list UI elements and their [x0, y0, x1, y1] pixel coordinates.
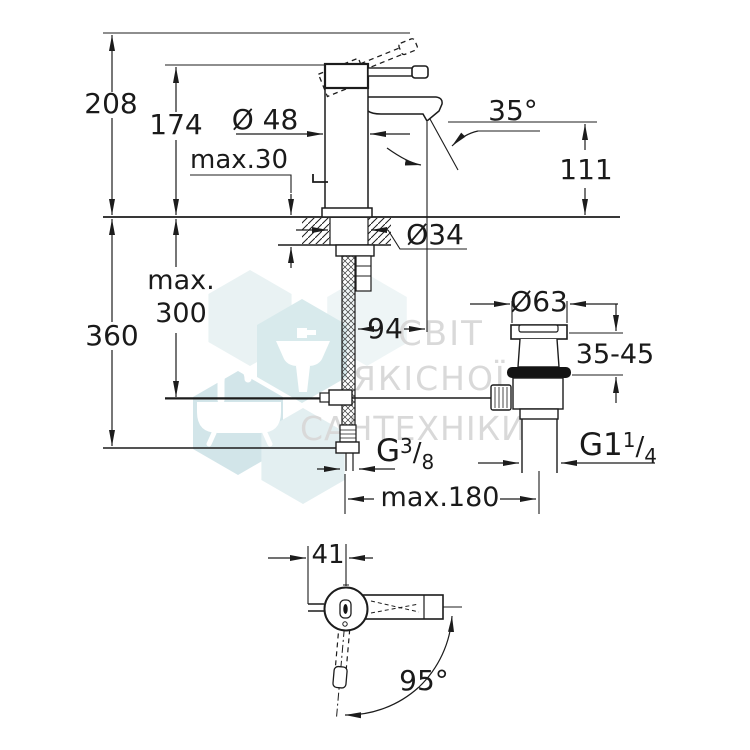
counter-section: [302, 218, 391, 292]
bottom-plan-view: [308, 584, 444, 720]
thread-base: G: [376, 433, 401, 469]
dim-hose-depth-label: max.: [147, 265, 215, 296]
dim-basin-thickness-range: 35-45: [575, 339, 655, 370]
dim-waste-thread: G11/4: [579, 427, 657, 467]
dim-supply-thread: G3/8: [376, 433, 434, 473]
watermark-line1: СВІТ: [398, 314, 484, 354]
thread-denominator: 8: [421, 450, 435, 475]
dim-body-diameter: Ø 48: [231, 103, 299, 136]
dim-spout-angle: 35°: [488, 94, 538, 127]
dim-rod-reach: max.180: [380, 482, 500, 513]
washbasin-icon: [276, 328, 330, 392]
thread-base: G1: [579, 427, 623, 463]
thread-slash: /: [412, 438, 422, 468]
dim-body-height: 174: [149, 108, 203, 141]
dim-deck-thickness: max.30: [190, 145, 288, 175]
supply-hose: [165, 255, 492, 471]
dim-handle-offset: 41: [311, 540, 345, 570]
dimension-lines: [109, 35, 655, 719]
dim-outlet-height: 111: [559, 153, 613, 186]
handle-plan-dashed: [332, 627, 351, 720]
bathtub-icon: [197, 363, 281, 447]
dim-spout-projection: 94: [367, 312, 403, 345]
thread-numerator: 3: [400, 433, 413, 458]
thread-slash: /: [635, 432, 645, 462]
faucet-side-view: [312, 38, 443, 218]
pop-up-waste: [490, 324, 571, 473]
dim-total-height: 208: [84, 87, 138, 120]
dim-below-deck-height: 360: [85, 319, 139, 352]
dim-waste-flange-diameter: Ø63: [510, 285, 568, 318]
watermark-line2: ЯКІСНОЇ: [353, 359, 507, 398]
thread-numerator: 1: [622, 427, 636, 452]
thread-denominator: 4: [644, 444, 657, 469]
dim-hose-depth-value: 300: [155, 298, 207, 329]
dim-hole-diameter: Ø34: [406, 218, 464, 251]
dim-handle-swivel-angle: 95°: [399, 664, 449, 697]
reference-lines: [103, 32, 623, 608]
